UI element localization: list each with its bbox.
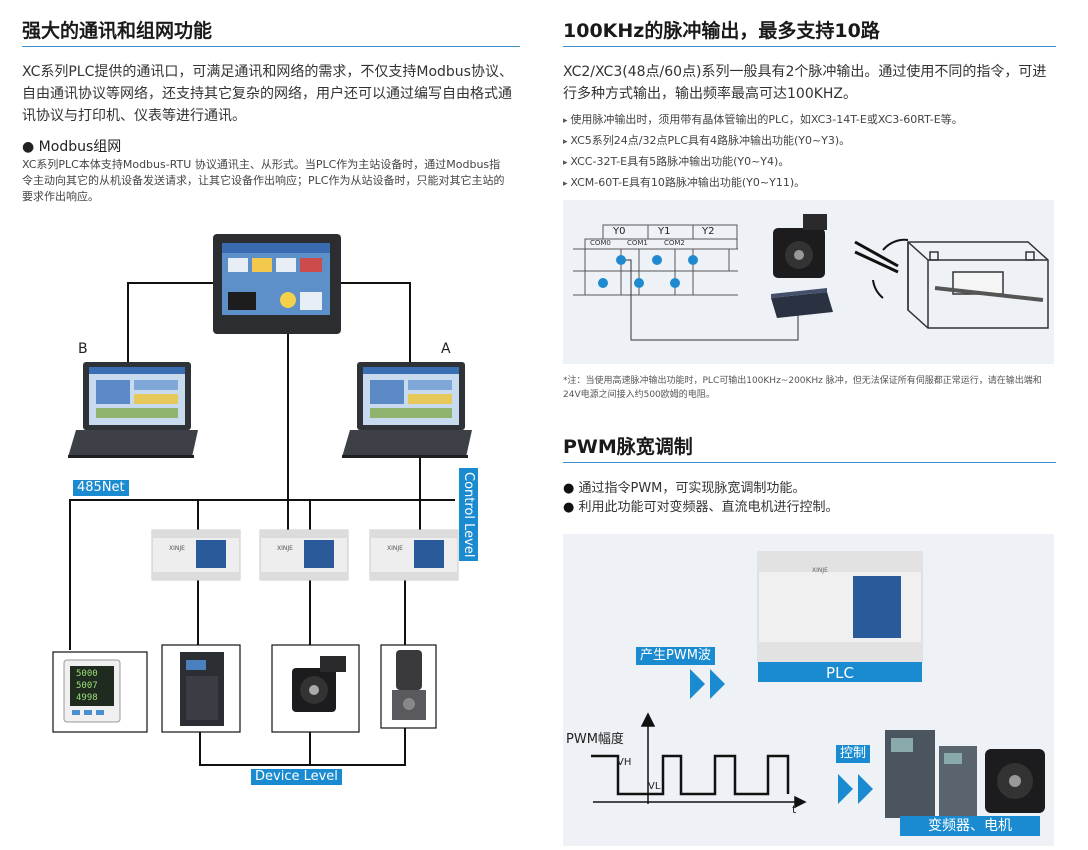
device-label-bar (900, 816, 1040, 836)
servo-motor-icon (292, 656, 346, 712)
pwm-plc-brand: XINJE (812, 567, 828, 574)
meter-readout: 5000 5007 4998 (76, 669, 98, 703)
control-level-tag: Control Level (459, 468, 478, 562)
list-item: 通过指令PWM，可实现脉宽调制功能。 (563, 479, 1056, 498)
pulse-intro-text: XC2/XC3(48点/60点)系列一般具有2个脉冲输出。通过使用不同的指令，可… (563, 64, 1047, 102)
hmi-touch-screen (213, 234, 341, 334)
comm-section-title: 强大的通讯和组网功能 (22, 20, 213, 42)
terminal-y2: Y2 (702, 226, 715, 237)
pwm-vh-label: VH (617, 757, 632, 768)
comm-title-rule (22, 46, 520, 47)
servo-driver-icon (771, 288, 833, 318)
pulse-title-rule (563, 46, 1056, 47)
drive-arrow-icon (854, 240, 899, 274)
laptop-a (342, 362, 472, 458)
inverter-icon (885, 730, 977, 818)
terminal-com2: COM2 (664, 239, 685, 247)
control-tag: 控制 (836, 745, 871, 763)
modbus-heading: ● Modbus组网 (22, 139, 122, 155)
list-item: 使用脉冲输出时，须用带有晶体管输出的PLC，如XC3-14T-E或XC3-60R… (563, 110, 1063, 131)
servo-motor-icon (773, 214, 827, 278)
plc-unit-1 (151, 529, 241, 581)
list-item: XC5系列24点/32点PLC具有4路脉冲输出功能(Y0~Y3)。 (563, 131, 1063, 152)
plc-brand-3: XINJE (387, 545, 403, 552)
bullet-dot-icon: ● (22, 139, 35, 155)
plc-unit-3 (369, 529, 459, 581)
device-level-tag: Device Level (251, 769, 342, 785)
pwm-plc-icon (757, 551, 923, 663)
pulse-output-diagram (573, 214, 1049, 341)
pwm-axes (593, 712, 807, 809)
list-item: XCM-60T-E具有10路脉冲输出功能(Y0~Y11)。 (563, 173, 1063, 194)
pwm-amplitude-label: PWM幅度 (566, 732, 624, 747)
power-meter-icon (63, 659, 121, 723)
plc-unit-2 (259, 529, 349, 581)
net-485-tag: 485Net (73, 480, 129, 496)
plc-label-bar (758, 662, 922, 682)
pulse-section-title: 100KHz的脉冲输出，最多支持10路 (563, 20, 880, 42)
comm-intro-text: XC系列PLC提供的通讯口，可满足通讯和网络的需求，不仅支持Modbus协议、自… (22, 64, 513, 124)
servo-drive-icon (180, 652, 224, 726)
pulse-footnote: *注：当使用高速脉冲输出功能时，PLC可输出100KHz~200KHz 脉冲，但… (563, 376, 1042, 400)
pwm-plc-label: PLC (826, 664, 854, 682)
list-item: 利用此功能可对变频器、直流电机进行控制。 (563, 498, 1056, 517)
plc-brand-2: XINJE (277, 545, 293, 552)
laptop-b (68, 362, 198, 458)
pulse-bullet-list: 使用脉冲输出时，须用带有晶体管输出的PLC，如XC3-14T-E或XC3-60R… (563, 110, 1063, 194)
control-arrow-icon (838, 774, 873, 804)
modbus-network-diagram (52, 234, 472, 766)
network-wires (69, 282, 455, 766)
linear-stage-icon (907, 241, 1049, 329)
pwm-t-label: t (792, 803, 797, 816)
pwm-waveform (591, 754, 790, 796)
pwm-diagram (591, 551, 1045, 836)
terminal-com0: COM0 (590, 239, 611, 247)
pwm-wave-arrow-icon (690, 669, 725, 699)
pwm-section-title: PWM脉宽调制 (563, 436, 693, 458)
generate-pwm-tag: 产生PWM波 (636, 647, 715, 665)
pwm-bullet-list: 通过指令PWM，可实现脉宽调制功能。 利用此功能可对变频器、直流电机进行控制。 (563, 479, 1056, 517)
list-item: XCC-32T-E具有5路脉冲输出功能(Y0~Y4)。 (563, 152, 1063, 173)
label-b: B (78, 341, 88, 357)
rotation-arrow-icon (872, 238, 909, 299)
label-a: A (441, 341, 451, 357)
pwm-title-rule (563, 462, 1056, 463)
pwm-vl-label: VL (648, 781, 661, 792)
terminal-y1: Y1 (658, 226, 671, 237)
modbus-text: XC系列PLC本体支持Modbus-RTU 协议通讯主、从形式。当PLC作为主站… (22, 158, 505, 203)
device-label: 变频器、电机 (928, 818, 1012, 834)
dc-motor-icon (985, 749, 1045, 813)
terminal-com1: COM1 (627, 239, 648, 247)
terminal-dots (598, 255, 698, 288)
stepper-motor-icon (392, 650, 426, 720)
terminal-y0: Y0 (613, 226, 626, 237)
plc-brand-1: XINJE (169, 545, 185, 552)
